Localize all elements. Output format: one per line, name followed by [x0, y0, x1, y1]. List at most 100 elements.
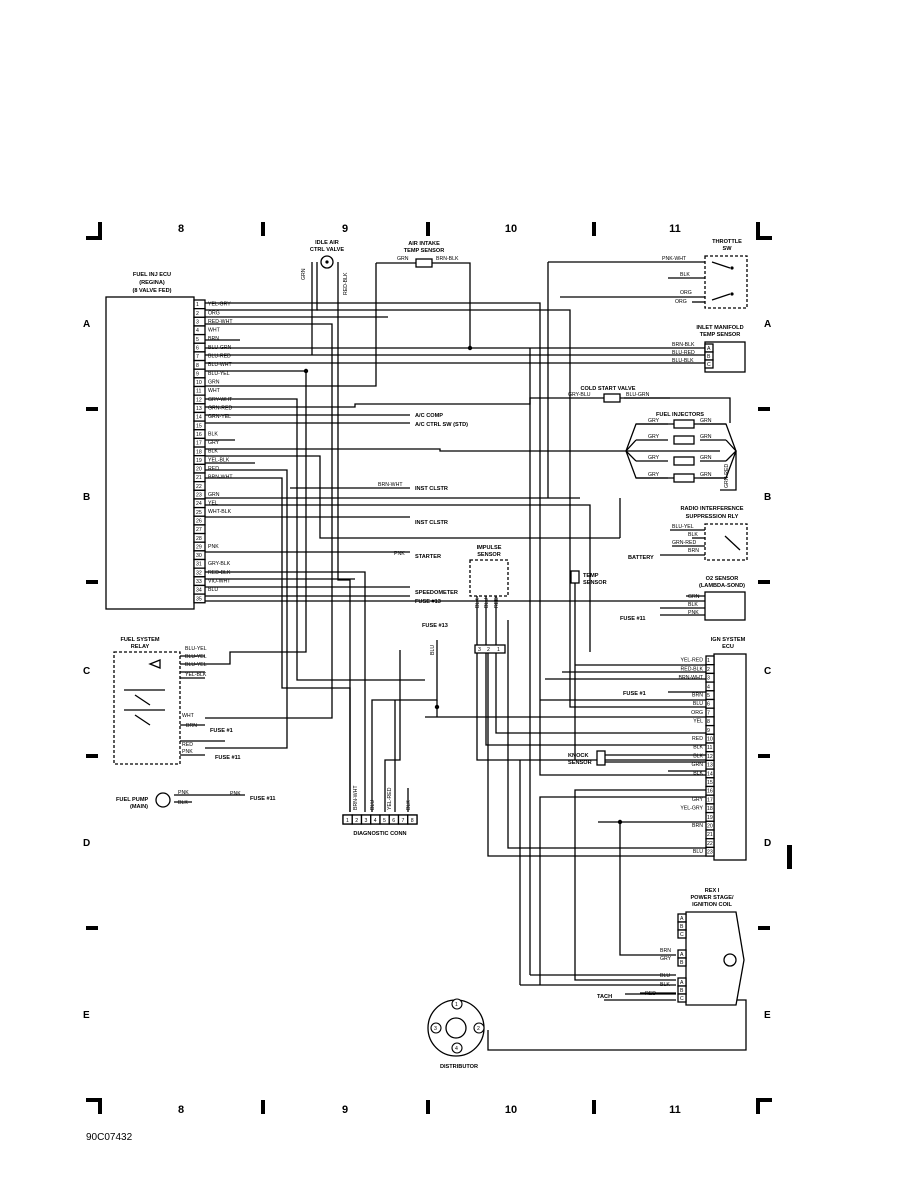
ecu-pin-wire: GRN	[208, 379, 220, 385]
diag-pin-number: 2	[355, 818, 358, 824]
ecu-pin-number: 11	[196, 389, 201, 395]
fuse-label: FUSE #11	[215, 755, 241, 761]
throttle-title: THROTTLE	[712, 239, 742, 245]
diag-pin-number: 6	[392, 818, 395, 824]
ign-pin-wire: ORG	[691, 710, 703, 716]
wire-label: BLU	[370, 800, 376, 810]
ign-pin-wire: BRN	[692, 823, 703, 829]
relay-title: FUEL SYSTEM	[120, 637, 159, 643]
knock-title: KNOCK	[568, 753, 589, 759]
row-label: A	[83, 319, 90, 330]
ecu-pin-wire: PNK	[208, 544, 219, 550]
wire-label: PNK	[394, 551, 405, 557]
ign-pin-wire: BLU	[693, 701, 703, 707]
wire-label: GRN	[688, 594, 700, 600]
ecu-pin-number: 14	[196, 415, 202, 421]
ign-pin-number: 4	[707, 684, 710, 690]
o2-title: O2 SENSOR	[706, 576, 739, 582]
radio-title: RADIO INTERFERENCE	[680, 506, 743, 512]
throttle-title: SW	[722, 246, 732, 252]
ecu-pin-wire: YEL-GRY	[208, 302, 231, 308]
pin-label: 2	[477, 1026, 480, 1032]
ecu-pin-wire: ORG	[208, 310, 220, 316]
ecu-pin-wire: RED-BLK	[208, 570, 231, 576]
ign-pin-number: 18	[707, 806, 713, 812]
ecu-pin-wire: GRN-RED	[208, 405, 232, 411]
wire-label: ORG	[675, 299, 687, 305]
ign-pin-number: 12	[707, 754, 713, 760]
pin-label: A	[680, 980, 684, 986]
ign-pin-list: 1YEL-RED2RED-BLK3BRN-WHT45BRN6BLU7ORG8YE…	[679, 655, 715, 857]
wire-label: RED	[182, 742, 193, 748]
wire-label: BLU	[484, 598, 490, 608]
pump-title: (MAIN)	[130, 804, 148, 810]
ecu-pin-wire: BLU-GRN	[208, 345, 232, 351]
rex-title: IGNITION COIL	[692, 902, 732, 908]
fuse-label: FUSE #11	[250, 796, 276, 802]
inlet-manifold-temp-sensor: INLET MANIFOLD TEMP SENSOR A B C BRN-BLK…	[672, 325, 746, 373]
pin-label: A	[680, 952, 684, 958]
wire-label: BRN	[186, 723, 197, 729]
wire-label: BLK	[406, 800, 412, 810]
ign-pin-number: 21	[707, 832, 713, 838]
dest-label: A/C COMP	[415, 413, 443, 419]
ign-pin-wire: RED	[692, 736, 703, 742]
ecu-pin-wire: GRY-WHT	[208, 397, 233, 403]
pin-label: 3	[434, 1026, 437, 1032]
ign-pin-number: 15	[707, 780, 713, 786]
pin-label: A	[707, 346, 711, 352]
ign-pin-wire: BLU	[693, 849, 703, 855]
ign-title: ECU	[722, 644, 734, 650]
ecu-pin-wire: YEL-BLK	[208, 457, 230, 463]
wire-label: GRY	[648, 472, 660, 478]
wire-label: RED-BLK	[343, 272, 349, 295]
wire-label: BLK	[688, 532, 698, 538]
wire-label: GRN	[397, 256, 409, 262]
wire-label: BLU-BLK	[672, 358, 694, 364]
radio-interference-relay: RADIO INTERFERENCE SUPPRESSION RLY BLU-Y…	[628, 506, 748, 561]
fuse-label: FUSE #11	[620, 616, 646, 622]
row-label: A	[764, 319, 771, 330]
idle-air-title: CTRL VALVE	[310, 247, 344, 253]
cold-start-title: COLD START VALVE	[580, 386, 635, 392]
ecu-pin-number: 5	[196, 337, 199, 343]
ecu-pin-number: 4	[196, 328, 199, 334]
diag-title: DIAGNOSTIC CONN	[353, 831, 406, 837]
wires	[174, 261, 747, 1051]
ign-pin-cell	[705, 846, 715, 857]
temp-title: TEMP	[583, 573, 599, 579]
ign-pin-wire: BRN	[692, 692, 703, 698]
ign-pin-wire: RED-BLK	[681, 666, 704, 672]
ign-pin-wire: BRN-WHT	[679, 675, 704, 681]
fuse-label: FUSE #1	[210, 728, 233, 734]
o2-sensor: O2 SENSOR (LAMBDA-SOND) GRN BLK PNK FUSE…	[620, 576, 746, 622]
distributor-title: DISTRIBUTOR	[440, 1064, 478, 1070]
wire-label: BLK	[178, 800, 188, 806]
diag-pin-cell	[407, 814, 418, 825]
wire-label: PNK-WHT	[662, 256, 687, 262]
wire-label: BLU-YEL	[185, 654, 207, 660]
dest-label: INST CLSTR	[415, 520, 448, 526]
battery-label: BATTERY	[628, 555, 654, 561]
ecu-pin-number: 32	[196, 570, 202, 576]
pin-label: 1	[497, 647, 500, 653]
row-label: D	[764, 838, 771, 849]
wire-label: GRY	[648, 418, 660, 424]
wire-label: RED	[494, 597, 500, 608]
wire-label: BRN	[660, 948, 671, 954]
row-label: B	[83, 492, 90, 503]
wire-label: BRN-BLK	[436, 256, 459, 262]
row-label: D	[83, 838, 90, 849]
wire-label: BRN-WHT	[378, 482, 403, 488]
row-label: B	[764, 492, 771, 503]
air-intake-title: TEMP SENSOR	[404, 248, 445, 254]
col-label: 9	[342, 1104, 348, 1116]
ecu-pin-number: 7	[196, 354, 199, 360]
wire-label: BRN-BLK	[672, 342, 695, 348]
ecu-pin-number: 24	[196, 501, 202, 507]
wire-label: BLU	[430, 645, 436, 655]
